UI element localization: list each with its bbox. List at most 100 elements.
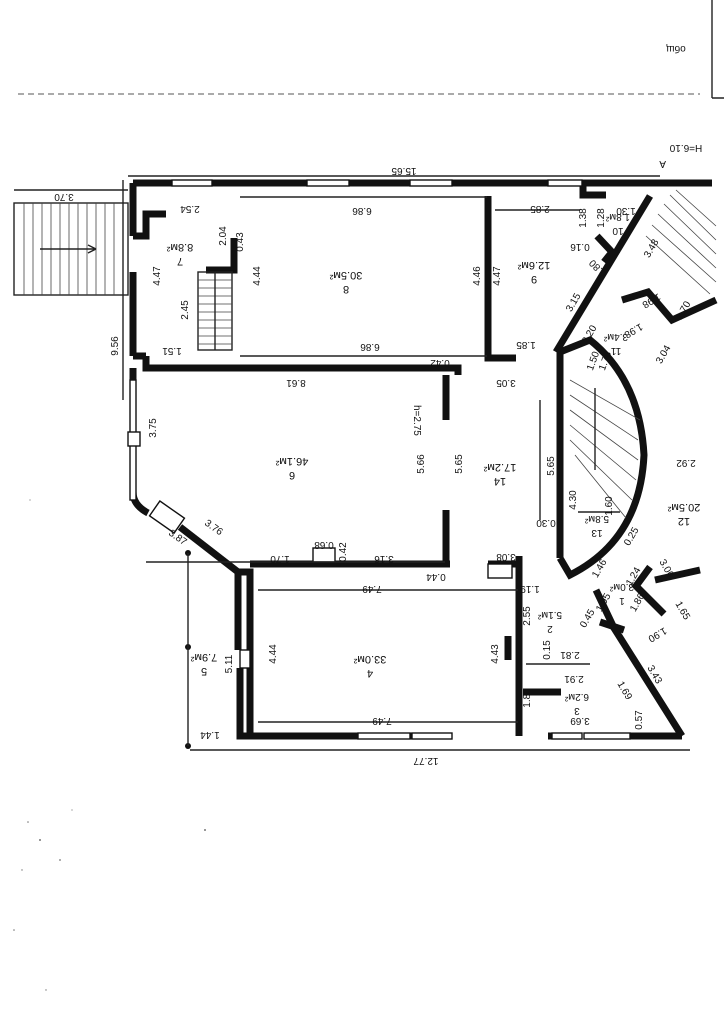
room-2-number: 2 — [547, 623, 553, 634]
room-1-area: 3.0м² — [609, 581, 634, 592]
dim-281: 2.81 — [560, 649, 580, 660]
dim-308: 3.08 — [496, 551, 516, 562]
dim-130: 1.30 — [616, 205, 636, 216]
dim-042: 0.42 — [430, 357, 450, 368]
room-2-area: 5.1м² — [537, 609, 562, 620]
room-13-number: 13 — [591, 527, 603, 538]
dim-285: 2.85 — [530, 203, 550, 214]
dim-245: 2.45 — [180, 300, 191, 320]
dim-255: 2.55 — [522, 606, 533, 626]
dim-369: 3.69 — [570, 715, 590, 726]
dim-045: 0.45 — [578, 607, 597, 630]
dim-375: 3.75 — [148, 418, 159, 438]
outer-dots — [185, 550, 191, 749]
dim-446: 4.46 — [472, 266, 483, 286]
axis-marker: А — [659, 158, 666, 169]
dim-254: 2.54 — [180, 203, 200, 214]
dim-016: 0.16 — [570, 241, 590, 252]
dim-861: 8.61 — [286, 377, 306, 388]
dim-316: 3.16 — [374, 553, 394, 564]
dim-686a: 6.86 — [352, 205, 372, 216]
room-12-number: 12 — [678, 515, 690, 527]
ventilation-box — [487, 563, 513, 579]
room-12-area: 20.5м² — [667, 501, 700, 513]
right-frame-line — [711, 0, 724, 99]
dim-686b: 6.86 — [360, 341, 380, 352]
dim-068: 0.68 — [314, 539, 334, 550]
dim-044: 0.44 — [426, 571, 446, 582]
dim-165: 1.65 — [673, 600, 692, 623]
dim-348: 3.48 — [642, 237, 661, 260]
porch-dim: 3.70 — [54, 191, 74, 202]
dim-443: 4.43 — [490, 644, 501, 664]
dim-043: 0.43 — [235, 232, 246, 252]
dim-565a: 5.65 — [454, 454, 465, 474]
room-14-area: 17.2м² — [483, 461, 516, 473]
dim-top-total: 15.65 — [391, 165, 416, 176]
room-8-area: 30.5м² — [329, 269, 362, 281]
porch-stairs: 3.70 — [13, 189, 129, 296]
room-4-area: 33.0м² — [353, 653, 386, 665]
room-10-number: 10 — [612, 225, 624, 236]
dim-447a: 4.47 — [152, 266, 163, 286]
dim-447b: 4.47 — [492, 266, 503, 286]
dim-138: 1.38 — [578, 208, 589, 228]
room-9-area: 12.6м² — [517, 259, 550, 271]
room-13-area: 5.8м² — [584, 513, 609, 524]
room-11-area: 3.4м² — [603, 331, 628, 342]
room-labels: 4 33.0м² 5 7.9м² 6 46.1м² 7 8.8м² 8 30.5… — [166, 211, 700, 716]
dim-119: 1.19 — [520, 583, 540, 594]
dim-291: 2.91 — [564, 673, 584, 684]
dim-749b: 7.49 — [372, 715, 392, 726]
room-3-area: 6.2м² — [564, 691, 589, 702]
dim-204: 2.04 — [218, 226, 229, 246]
room-7-area: 8.8м² — [166, 241, 193, 253]
dim-185: 1.85 — [516, 339, 536, 350]
dim-bottom-total: 12.77 — [413, 755, 438, 766]
dim-304: 3.04 — [654, 343, 673, 366]
curved-stair — [569, 379, 641, 519]
scan-noise — [13, 499, 206, 991]
room-6-area: 46.1м² — [275, 455, 308, 467]
dim-057: 0.57 — [634, 710, 645, 730]
dim-169: 1.69 — [615, 680, 634, 703]
dim-015: 0.15 — [542, 640, 553, 660]
dim-190: 1.90 — [646, 625, 669, 644]
room-10-area: 1.8м² — [605, 211, 630, 222]
level-mark: H=6.10 — [669, 142, 702, 153]
dim-305: 3.05 — [496, 377, 516, 388]
room-5-number: 5 — [201, 665, 207, 677]
room-11-number: 11 — [610, 345, 621, 356]
room-6-number: 6 — [289, 469, 295, 481]
room-4-number: 4 — [367, 667, 373, 679]
dim-430: 4.30 — [568, 490, 579, 510]
dim-160: 1.60 — [604, 496, 615, 516]
dim-444a: 4.44 — [252, 266, 263, 286]
ceiling-height: h=2.75 — [411, 405, 422, 436]
dim-749a: 7.49 — [362, 583, 382, 594]
room-9-number: 9 — [531, 273, 537, 285]
dim-128: 1.28 — [596, 208, 607, 228]
wall-column — [127, 431, 141, 447]
room-1-number: 1 — [619, 595, 625, 606]
dim-376: 3.76 — [202, 518, 225, 538]
dim-170b: 1.70 — [270, 553, 290, 564]
stair-room-7 — [197, 271, 233, 351]
dim-042b: 0.42 — [338, 542, 349, 562]
stairs-top-right — [645, 189, 717, 295]
dim-566a: 5.66 — [416, 454, 427, 474]
top-right-word: общ — [666, 43, 686, 55]
room-3-number: 3 — [574, 705, 580, 716]
room-5-area: 7.9м² — [190, 651, 217, 663]
dim-left-total: 9.56 — [110, 336, 121, 356]
dim-030: 0.30 — [536, 517, 556, 528]
dim-151: 1.51 — [162, 345, 182, 356]
dim-144: 1.44 — [200, 729, 220, 740]
dim-511: 5.11 — [224, 654, 235, 673]
room-8-number: 8 — [343, 283, 349, 295]
dim-180: 1.80 — [522, 688, 533, 708]
dim-444b: 4.44 — [268, 644, 279, 664]
room-7-number: 7 — [177, 255, 183, 267]
dim-292: 2.92 — [676, 457, 696, 468]
